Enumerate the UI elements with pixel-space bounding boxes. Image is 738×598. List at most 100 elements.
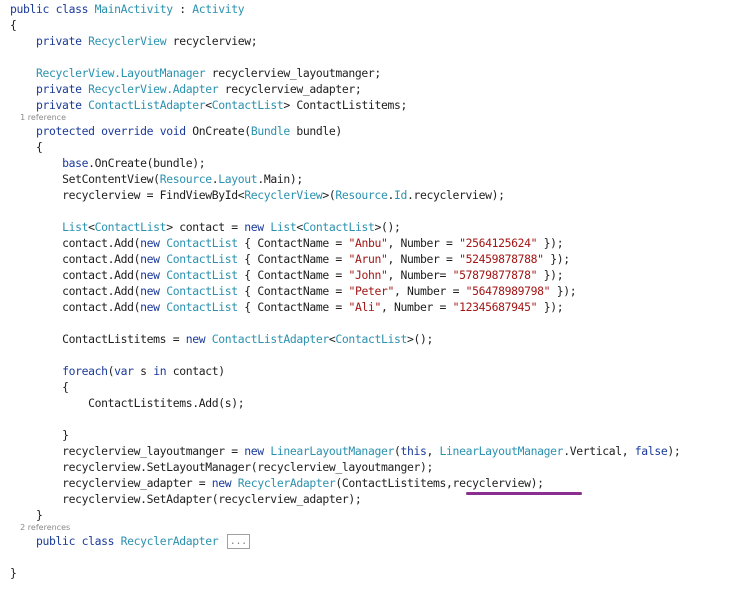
- code-text: contact.Add(: [62, 268, 141, 282]
- code-line: recyclerview_layoutmanger = new LinearLa…: [10, 443, 681, 459]
- code-text: });: [543, 252, 570, 266]
- code-lens-references[interactable]: 2 references: [10, 523, 680, 533]
- type-name: ContactList: [335, 332, 408, 346]
- keyword: new: [140, 236, 160, 250]
- code-text: .Main);: [257, 172, 303, 186]
- string-literal: "Ali": [348, 300, 381, 314]
- code-line: [10, 203, 680, 219]
- keyword: private: [36, 34, 82, 48]
- code-line: List<ContactList> contact = new List<Con…: [10, 219, 680, 235]
- class-name: MainActivity: [94, 2, 173, 16]
- code-text: (: [393, 444, 401, 458]
- code-text: , Number =: [387, 252, 460, 266]
- collapsed-region-button[interactable]: ...: [226, 534, 250, 549]
- references-link[interactable]: 2 references: [20, 523, 71, 532]
- code-line: RecyclerView.LayoutManager recyclerview_…: [10, 65, 680, 81]
- code-text: contact.Add(: [62, 284, 141, 298]
- type-name: ContactListAdapter: [88, 98, 206, 112]
- code-text: { ContactName =: [237, 268, 349, 282]
- keyword: false: [634, 444, 668, 458]
- code-text: SetContentView(: [62, 172, 160, 186]
- keyword: protected: [36, 124, 95, 138]
- code-text: ContactListitems.Add(s);: [88, 396, 245, 410]
- code-line: base.OnCreate(bundle);: [10, 155, 680, 171]
- code-text: , Number =: [380, 300, 453, 314]
- keyword: base: [62, 156, 89, 170]
- code-line: protected override void OnCreate(Bundle …: [10, 123, 680, 139]
- code-text: );: [667, 444, 681, 458]
- type-name: RecyclerView.Adapter: [88, 82, 219, 96]
- code-text: contact.Add(: [62, 236, 141, 250]
- code-editor[interactable]: public class MainActivity : Activity { p…: [10, 1, 681, 581]
- keyword: public: [10, 2, 50, 16]
- code-text: .Vertical,: [563, 444, 635, 458]
- code-text: recyclerview.SetAdapter(recyclerview_ada…: [62, 492, 362, 506]
- code-line-contact-add: contact.Add(new ContactList { ContactNam…: [10, 235, 680, 251]
- code-text: >(: [322, 188, 336, 202]
- keyword: this: [400, 444, 427, 458]
- code-text: > contact =: [166, 220, 245, 234]
- code-text: });: [537, 300, 564, 314]
- type-name: RecyclerView: [88, 34, 167, 48]
- keyword: in: [153, 364, 167, 378]
- code-line: foreach(var s in contact): [10, 363, 680, 379]
- brace: {: [36, 140, 43, 154]
- code-text: s: [133, 364, 154, 378]
- type-name: ContactList: [166, 252, 238, 266]
- keyword: public: [36, 534, 76, 548]
- code-text: <: [296, 220, 303, 234]
- code-text: });: [537, 236, 564, 250]
- code-line: {: [10, 379, 680, 395]
- brace: }: [10, 566, 17, 580]
- type-name: RecyclerView.LayoutManager: [36, 66, 206, 80]
- code-text: <: [328, 332, 336, 346]
- type-name: ContactList: [302, 220, 375, 234]
- code-line: {: [10, 17, 680, 33]
- keyword: private: [36, 98, 82, 112]
- type-name: List: [62, 220, 89, 234]
- code-text: OnCreate(: [185, 124, 251, 138]
- code-line: }: [10, 507, 680, 523]
- type-name: LinearLayoutManager: [270, 444, 394, 458]
- type-name: Resource: [159, 172, 212, 186]
- keyword: new: [140, 252, 160, 266]
- keyword: new: [140, 300, 160, 314]
- keyword: new: [140, 284, 160, 298]
- error-squiggle-underline[interactable]: [466, 492, 582, 495]
- code-text: contact.Add(: [62, 252, 141, 266]
- keyword: foreach: [62, 364, 108, 378]
- code-text: { ContactName =: [237, 252, 349, 266]
- code-line: [10, 411, 680, 427]
- code-line-contact-add: contact.Add(new ContactList { ContactNam…: [10, 299, 680, 315]
- code-text: recyclerview_adapter =: [62, 476, 212, 490]
- type-name: ContactList: [211, 98, 284, 112]
- keyword: new: [244, 220, 264, 234]
- references-link[interactable]: 1 reference: [20, 113, 67, 122]
- type-name: RecyclerAdapter: [237, 476, 336, 490]
- code-text: recyclerview.SetLayoutManager(recyclervi…: [62, 460, 434, 474]
- type-name: ContactListAdapter: [211, 332, 329, 346]
- type-name: Layout: [218, 172, 258, 186]
- type-name: ContactList: [166, 268, 238, 282]
- string-literal: "52459878788": [459, 252, 544, 266]
- code-line: public class MainActivity : Activity: [10, 1, 680, 17]
- type-name: ContactList: [94, 220, 167, 234]
- string-literal: "2564125624": [459, 236, 538, 250]
- code-text: recyclerview_layoutmanger =: [62, 444, 245, 458]
- code-text: { ContactName =: [237, 300, 349, 314]
- code-lens-references[interactable]: 1 reference: [10, 113, 680, 123]
- code-text: , Number =: [387, 236, 460, 250]
- code-line: private RecyclerView recyclerview;: [10, 33, 680, 49]
- type-name: Bundle: [250, 124, 290, 138]
- code-text: recyclerview = FindViewById<: [62, 188, 245, 202]
- type-name: LinearLayoutManager: [439, 444, 564, 458]
- string-literal: "57879877878": [452, 268, 538, 282]
- keyword: new: [140, 268, 160, 282]
- code-text: >();: [374, 220, 401, 234]
- code-line: public class RecyclerAdapter ...: [10, 533, 680, 549]
- code-text: <: [88, 220, 95, 234]
- code-text: });: [550, 284, 577, 298]
- brace: }: [62, 428, 69, 442]
- code-text: , Number =: [394, 284, 466, 298]
- brace: {: [10, 18, 17, 32]
